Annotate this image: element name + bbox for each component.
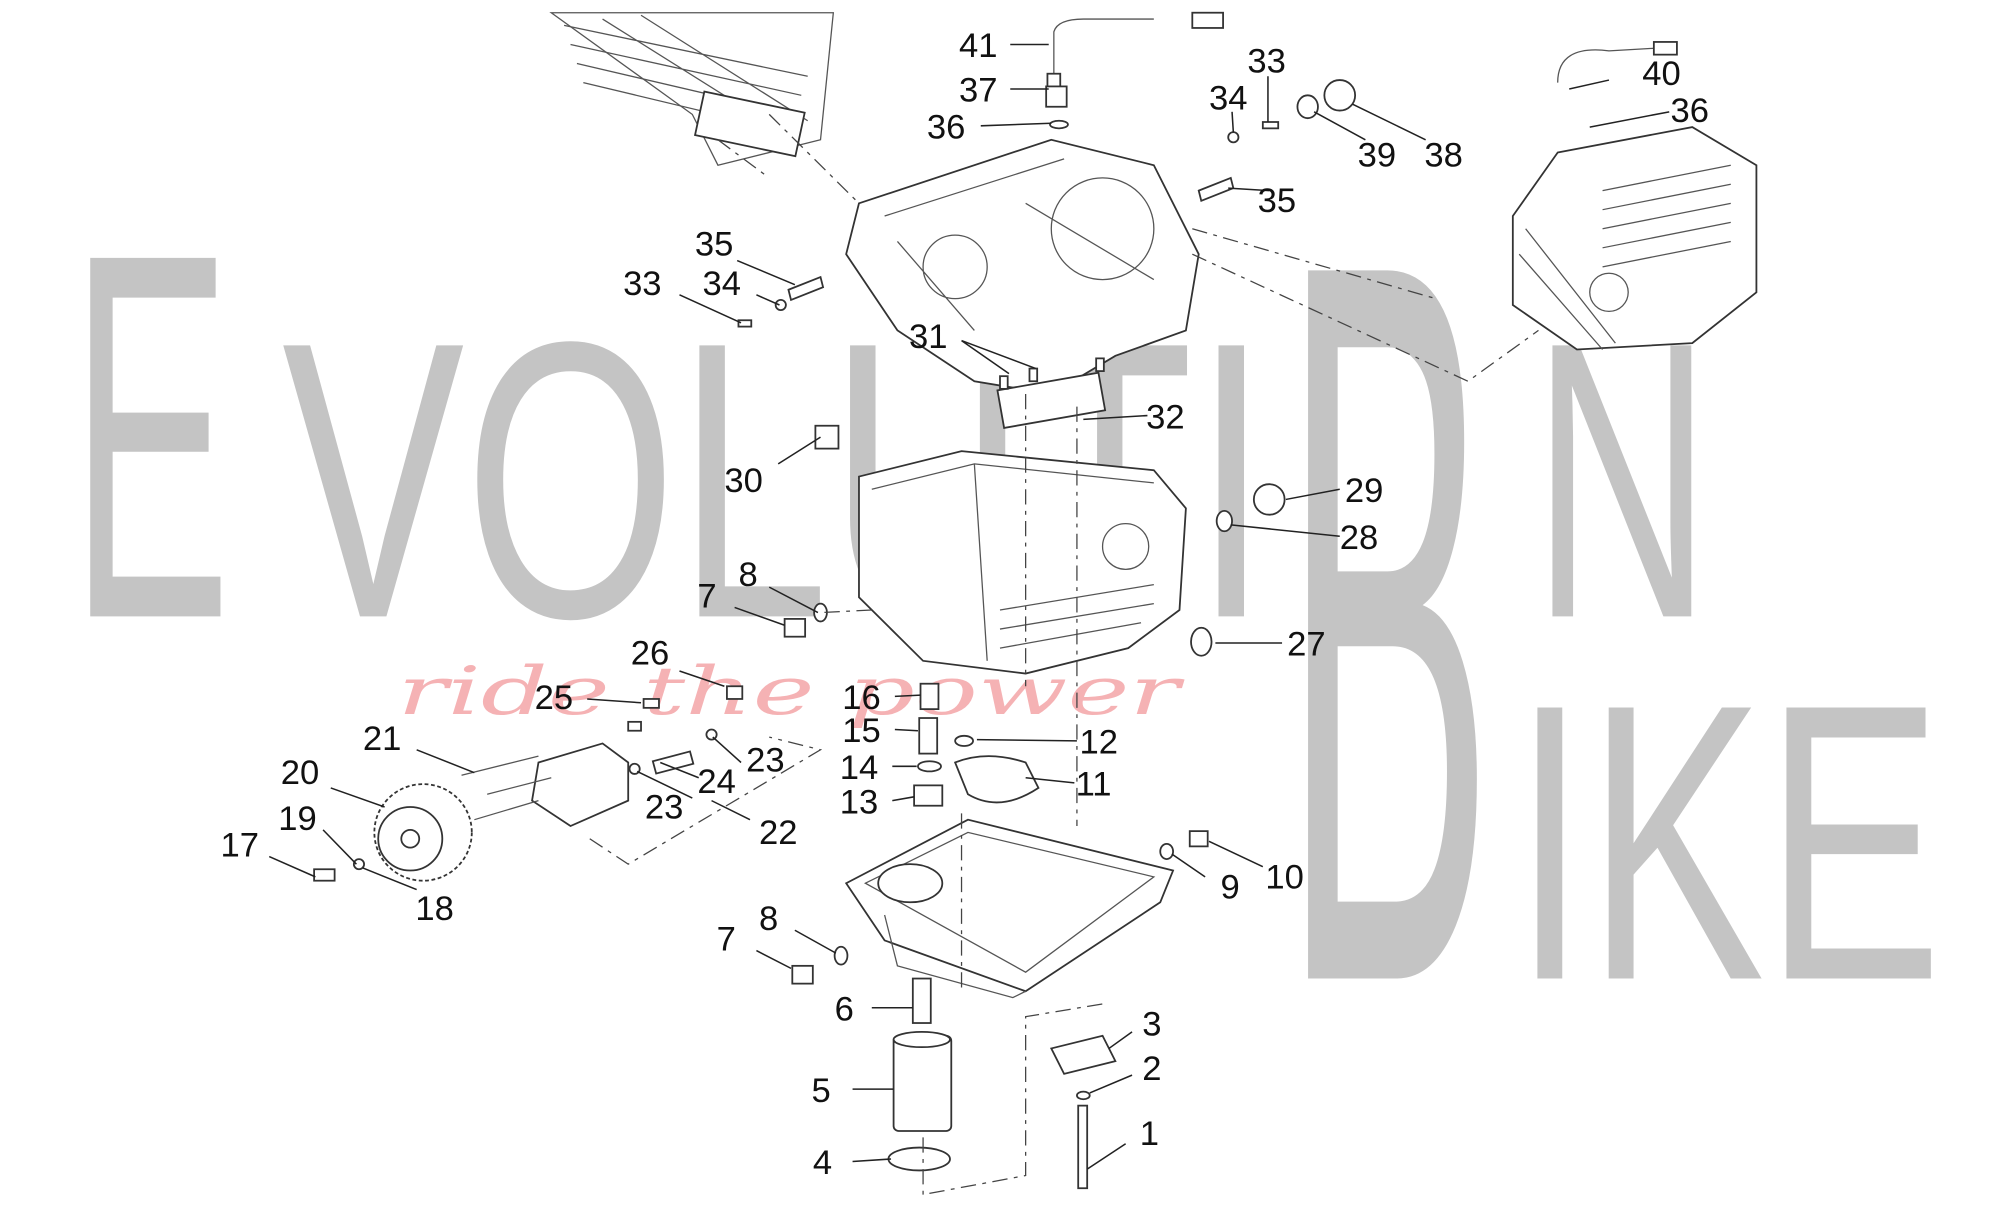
callout-25: 25 [535, 679, 573, 717]
callout-1: 1 [1140, 1115, 1159, 1153]
callout-29: 29 [1345, 472, 1383, 510]
callout-12: 12 [1079, 724, 1117, 762]
callout-21: 21 [363, 720, 401, 758]
oil-pump [461, 742, 695, 828]
callout-23: 23 [746, 742, 784, 780]
callout-33: 33 [623, 265, 661, 303]
upper-crankcase [845, 138, 1200, 395]
callout-37: 37 [959, 72, 997, 110]
callout-10: 10 [1265, 858, 1303, 896]
callout-20: 20 [281, 754, 319, 792]
oil-sump [844, 818, 1175, 999]
callout-5: 5 [812, 1072, 831, 1110]
callout-4: 4 [813, 1144, 832, 1182]
callout-24: 24 [697, 763, 735, 801]
drive-gear [313, 783, 473, 882]
callout-33: 33 [1247, 43, 1285, 81]
callout-39: 39 [1358, 137, 1396, 175]
callout-35: 35 [1258, 182, 1296, 220]
callout-17: 17 [221, 827, 259, 865]
callout-34: 34 [1209, 79, 1247, 117]
callout-11: 11 [1076, 766, 1112, 804]
callout-38: 38 [1424, 137, 1462, 175]
callout-19: 19 [278, 800, 316, 838]
callout-30: 30 [724, 462, 762, 500]
callout-36: 36 [927, 109, 965, 147]
callout-41: 41 [959, 27, 997, 65]
callout-7: 7 [697, 578, 716, 616]
callout-28: 28 [1340, 519, 1378, 557]
callout-27: 27 [1287, 626, 1325, 664]
leader-lines [268, 43, 1670, 1170]
callout-8: 8 [738, 556, 757, 594]
part-callouts: 41 37 36 33 34 40 36 39 38 35 35 33 34 3… [221, 27, 1709, 1182]
callout-15: 15 [842, 712, 880, 750]
callout-6: 6 [835, 991, 854, 1029]
callout-3: 3 [1142, 1006, 1161, 1044]
callout-34: 34 [703, 265, 741, 303]
callout-16: 16 [842, 679, 880, 717]
fasteners [627, 121, 1280, 775]
callout-26: 26 [631, 635, 669, 673]
oil-filter [887, 977, 953, 1172]
callout-32: 32 [1146, 398, 1184, 436]
callout-8: 8 [759, 900, 778, 938]
lower-crankcase [858, 371, 1187, 675]
callout-7: 7 [717, 921, 736, 959]
callout-9: 9 [1221, 869, 1240, 907]
parts-artwork [313, 11, 1758, 1196]
cylinder-head [1511, 41, 1758, 351]
callout-14: 14 [840, 749, 878, 787]
callout-22: 22 [759, 814, 797, 852]
callout-36: 36 [1671, 92, 1709, 130]
cylinder [549, 12, 835, 166]
callout-18: 18 [415, 890, 453, 928]
callout-13: 13 [840, 783, 878, 821]
callout-40: 40 [1642, 55, 1680, 93]
callout-35: 35 [695, 226, 733, 264]
callout-31: 31 [909, 318, 947, 356]
callout-2: 2 [1142, 1050, 1161, 1088]
callout-23: 23 [645, 789, 683, 827]
